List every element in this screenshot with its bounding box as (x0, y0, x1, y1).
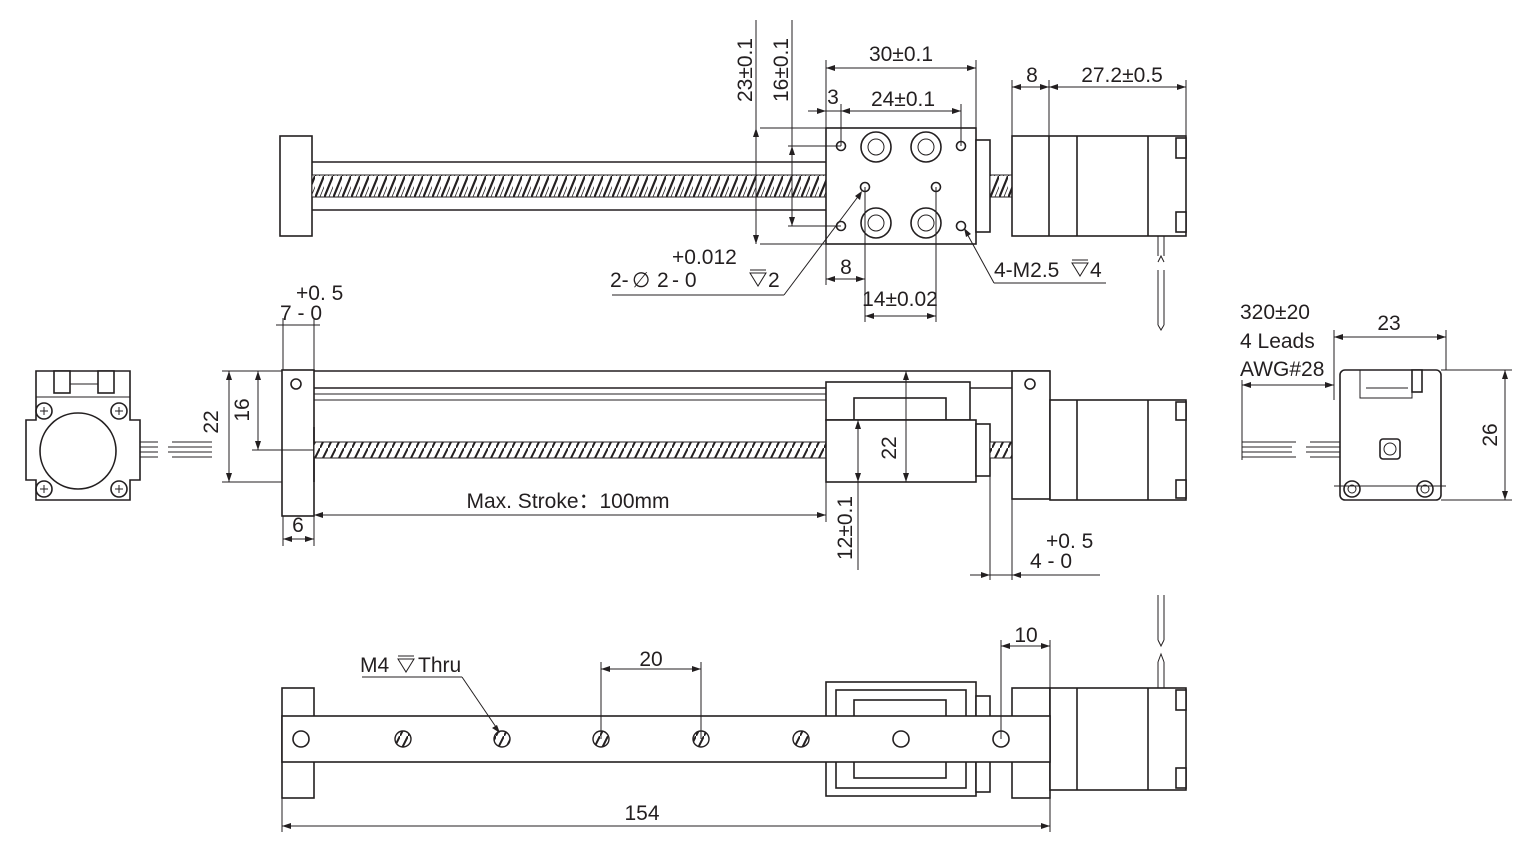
pin-size: 2 (657, 269, 669, 292)
end-plate-left (281, 369, 315, 517)
motor-front (1049, 399, 1187, 501)
mount-hole (860, 207, 892, 239)
end-block-left (279, 135, 313, 237)
pin-tol-upper: +0.012 (672, 246, 737, 269)
dim-30: 30±0.1 (869, 43, 933, 66)
dim-10: 10 (1014, 624, 1037, 647)
dim-motor-length: 27.2±0.5 (1081, 64, 1163, 87)
lead-count: 4 Leads (1240, 330, 1315, 353)
tol-4-upper: +0. 5 (1046, 530, 1093, 553)
carriage-tab (975, 139, 991, 233)
bottom-view: M4 Thru 20 10 154 (281, 595, 1187, 832)
dim-16-front: 16 (231, 398, 254, 421)
dim-23-right: 23 (1377, 312, 1400, 335)
stepper-motor (1011, 135, 1187, 237)
lead-screw-front (313, 441, 827, 459)
pitch-20: 20 (639, 648, 662, 671)
lead-length: 320±20 (1240, 301, 1310, 324)
thread-depth: 4 (1090, 259, 1102, 282)
motor-bottom (1049, 687, 1187, 791)
dim-14: 14±0.02 (862, 288, 938, 311)
pin-phi: ∅ (632, 269, 650, 292)
m4-depth: Thru (418, 654, 461, 677)
dim-8-motor: 8 (1026, 64, 1038, 87)
mount-hole (910, 131, 942, 163)
dim-6: 6 (292, 514, 304, 537)
lead-gauge: AWG#28 (1240, 358, 1324, 381)
mount-hole-inner (867, 214, 885, 232)
lead-screw (311, 174, 827, 198)
screw-stub (989, 174, 1013, 198)
pin-prefix: 2- (610, 269, 629, 292)
mount-hole-inner (867, 138, 885, 156)
thread-callout: 4-M2.5 (994, 259, 1059, 282)
carriage (825, 127, 977, 245)
tol-7-upper: +0. 5 (296, 282, 343, 305)
dim-24: 24±0.1 (871, 88, 935, 111)
m4-callout: M4 (360, 654, 389, 677)
depth-symbol-icon (397, 655, 415, 673)
depth-symbol-icon (749, 269, 767, 287)
mount-hole-inner (917, 138, 935, 156)
lead-wires-right (1242, 441, 1340, 458)
tol-7-lower: 7 - 0 (280, 302, 322, 325)
dim-26: 26 (1479, 423, 1502, 446)
dim-8-bottom: 8 (840, 256, 852, 279)
m25-hole (955, 220, 967, 232)
pin-depth: 2 (768, 269, 780, 292)
lead-wires (140, 441, 212, 458)
mount-hole (910, 207, 942, 239)
dim-23: 23±0.1 (734, 38, 757, 102)
dim-22-left: 22 (200, 410, 223, 433)
dim-16: 16±0.1 (770, 38, 793, 102)
pin-tol-lower: - 0 (672, 269, 697, 292)
top-view: 23±0.1 16±0.1 30±0.1 3 24±0.1 8 27.2±0.5… (279, 20, 1187, 331)
max-stroke: Max. Stroke：100mm (466, 490, 669, 513)
right-end-view: 320±20 4 Leads AWG#28 23 26 (1240, 301, 1512, 501)
tol-4-lower: 4 - 0 (1030, 550, 1072, 573)
total-length: 154 (624, 802, 659, 825)
dim-3: 3 (827, 86, 839, 109)
dim-12: 12±0.1 (834, 496, 857, 560)
dim-22-right: 22 (878, 436, 901, 459)
front-view: +0. 5 7 - 0 22 16 22 6 Max. Stroke：100mm… (200, 282, 1187, 580)
end-plate-right (1011, 370, 1051, 500)
left-end-view (25, 370, 212, 501)
motor-face (39, 412, 117, 490)
depth-symbol-icon (1071, 259, 1089, 277)
mount-hole-inner (917, 214, 935, 232)
carriage-body (825, 419, 977, 483)
mount-hole (860, 131, 892, 163)
